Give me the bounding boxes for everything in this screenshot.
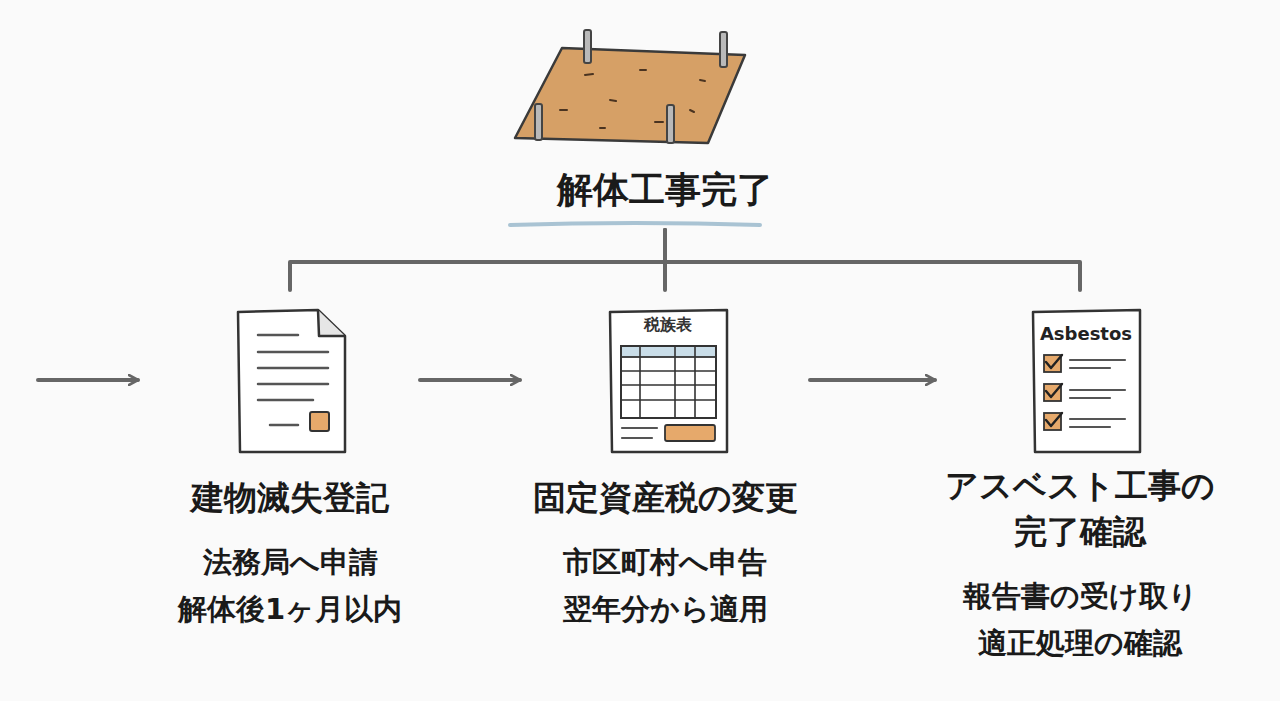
icon-label: Asbestos [1040,323,1132,344]
table-grid [621,346,716,418]
stake [584,30,591,63]
icon-label: 税族表 [644,315,692,336]
step-heading: 建物滅失登記 [160,475,420,521]
step-detail: 適正処理の確認 [935,620,1225,667]
entry-arrow [38,378,138,382]
title-underline [510,223,760,225]
flow-arrow [420,378,520,382]
asbestos-checklist-icon [1033,310,1140,452]
step-detail: 法務局へ申請 [160,539,420,586]
document-icon [238,310,345,452]
title-node: 解体工事完了 [505,162,825,218]
tax-table-icon [610,310,727,452]
table-total [665,425,715,441]
checklist-lines [1070,360,1125,427]
document-seal [310,412,329,431]
branch-line [665,230,1080,290]
check-marks [1046,355,1062,426]
table-sheet [610,310,727,452]
step-node: 建物滅失登記法務局へ申請解体後1ヶ月以内 [160,290,420,633]
title-text: 解体工事完了 [505,162,825,218]
plot-stakes [535,30,727,143]
plot-ground [515,48,745,143]
stake [535,104,542,140]
table-notes [622,428,657,438]
step-node: 固定資産税の変更市区町村へ申告翌年分から適用 [520,290,810,633]
step-detail: 解体後1ヶ月以内 [160,586,420,633]
land-plot [515,30,745,143]
branch-line [290,230,665,290]
step-node: アスベスト工事の 完了確認報告書の受け取り適正処理の確認 [935,290,1225,667]
stake [667,105,674,143]
step-heading: アスベスト工事の 完了確認 [935,463,1225,555]
step-detail: 報告書の受け取り [935,573,1225,620]
checklist-sheet [1033,310,1140,452]
plot-specks [560,70,705,128]
document-fold [318,310,345,336]
stake [720,32,727,67]
step-detail: 翌年分から適用 [520,586,810,633]
table-cells [621,346,716,418]
step-heading: 固定資産税の変更 [520,475,810,521]
table-header [621,346,716,357]
checkboxes [1044,355,1061,430]
flow-arrow [810,378,935,382]
document-sheet [238,310,345,452]
step-detail: 市区町村へ申告 [520,539,810,586]
